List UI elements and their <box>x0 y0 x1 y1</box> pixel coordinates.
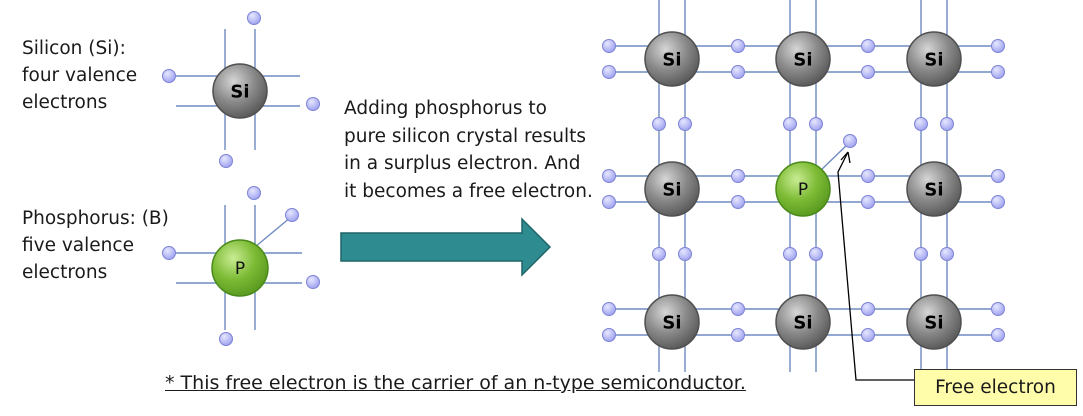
bond-electron <box>783 247 797 261</box>
p-electron-right <box>306 275 320 289</box>
bond-electron <box>678 247 692 261</box>
si-electron-left <box>162 69 176 83</box>
bond-electron <box>991 195 1005 209</box>
bond-electron <box>602 169 616 183</box>
bond-electron <box>602 39 616 53</box>
free-electron-pointer <box>837 151 914 381</box>
lattice-atom-2-1-symbol: Si <box>793 313 812 334</box>
lattice-atom-1-1 <box>775 161 831 217</box>
lattice-atom-1-0 <box>644 161 700 217</box>
bond-electron <box>940 247 954 261</box>
description-text: Adding phosphorus to pure silicon crysta… <box>344 98 593 202</box>
lattice-atom-2-0-symbol: Si <box>662 313 681 334</box>
bond-electron <box>991 302 1005 316</box>
silicon-atom-symbol: Si <box>230 82 249 103</box>
bond-electron <box>991 169 1005 183</box>
bond-electron <box>861 39 875 53</box>
bond-electron <box>602 65 616 79</box>
lattice-atom-0-2-symbol: Si <box>924 50 943 71</box>
bond-electron <box>602 195 616 209</box>
lattice-atom-1-0-symbol: Si <box>662 180 681 201</box>
phosphorus-atom-symbol: P <box>235 259 245 279</box>
bond-electron <box>861 65 875 79</box>
p-electron-bottom <box>219 332 233 346</box>
lattice-atom-0-0 <box>644 31 700 87</box>
lattice-atom-2-0 <box>644 294 700 350</box>
bond-electron <box>991 328 1005 342</box>
bond-electron <box>809 117 823 131</box>
lattice-atom-0-1-symbol: Si <box>793 50 812 71</box>
bond-electron <box>652 117 666 131</box>
bond-electron <box>731 195 745 209</box>
arrow-shape <box>340 217 552 277</box>
lattice-atom-2-2 <box>906 294 962 350</box>
bond-electron <box>731 328 745 342</box>
bond-electron <box>602 302 616 316</box>
bond-electron <box>809 247 823 261</box>
si-electron-right <box>306 97 320 111</box>
bond-electron <box>861 328 875 342</box>
lattice-atom-1-2 <box>906 161 962 217</box>
bond-electron <box>861 169 875 183</box>
lattice-atom-2-2-symbol: Si <box>924 313 943 334</box>
process-arrow <box>340 217 552 277</box>
p-electron-extra <box>285 208 299 222</box>
bond-electron <box>783 117 797 131</box>
pointer-arrowhead <box>840 151 851 164</box>
bond-electron <box>678 117 692 131</box>
bond-electron <box>602 328 616 342</box>
bond-electron <box>861 302 875 316</box>
bond-electron <box>914 117 928 131</box>
bond-electron <box>991 65 1005 79</box>
lattice-atom-0-1 <box>775 31 831 87</box>
bond-electron <box>731 65 745 79</box>
bond-electron <box>940 117 954 131</box>
p-electron-left <box>162 246 176 260</box>
si-electron-top <box>247 11 261 25</box>
bond-electron <box>652 247 666 261</box>
bond-electron <box>731 39 745 53</box>
p-electron-top <box>247 186 261 200</box>
bond-electron <box>991 39 1005 53</box>
lattice-atom-0-0-symbol: Si <box>662 50 681 71</box>
lattice-atom-1-1-symbol: P <box>798 180 808 200</box>
lattice-atom-0-2 <box>906 31 962 87</box>
phosphorus-atom <box>211 239 269 297</box>
extra-bond-line <box>254 216 292 248</box>
lattice-atom-1-2-symbol: Si <box>924 180 943 201</box>
pointer-line <box>837 151 914 381</box>
bond-electron <box>731 169 745 183</box>
electrons <box>162 11 1005 346</box>
lattice-atom-2-1 <box>775 294 831 350</box>
bond-electron <box>731 302 745 316</box>
free-electron-callout: Free electron <box>914 369 1077 406</box>
bond-electron <box>914 247 928 261</box>
free-electron <box>843 134 857 148</box>
si-electron-bottom <box>219 154 233 168</box>
bond-electron <box>861 195 875 209</box>
silicon-atom <box>212 63 268 119</box>
extra-bond-line <box>817 141 851 174</box>
footnote: * This free electron is the carrier of a… <box>165 372 746 394</box>
